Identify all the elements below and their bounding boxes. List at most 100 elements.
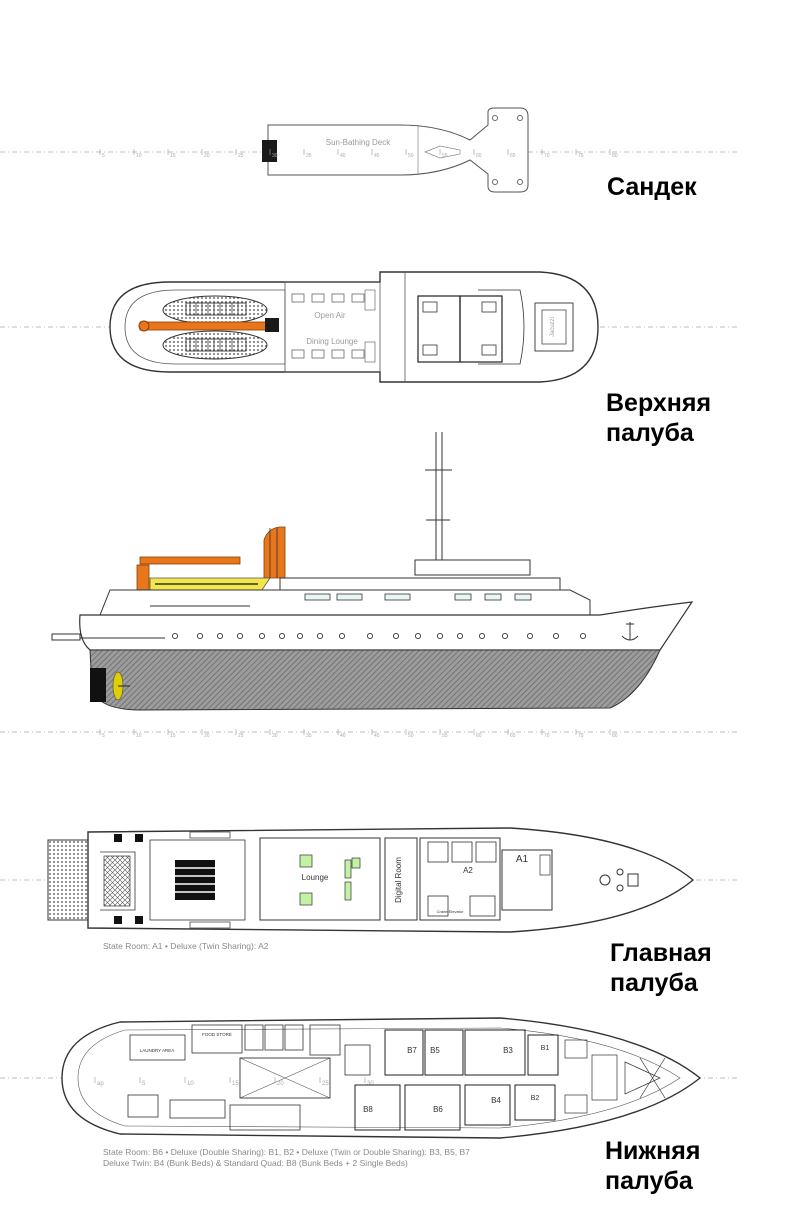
scale-tick-label: 70 bbox=[544, 153, 550, 159]
mast bbox=[435, 432, 443, 560]
scale-tick-label: 50 bbox=[408, 733, 414, 739]
porthole bbox=[236, 632, 244, 640]
cabin-b3 bbox=[464, 1029, 526, 1076]
lower-label-b6: B6 bbox=[433, 1105, 443, 1114]
lower-label-b1: B1 bbox=[541, 1045, 550, 1052]
anchor-icon bbox=[621, 622, 639, 641]
scale-tick-label: 15 bbox=[170, 733, 176, 739]
lower-deck-note-2: Deluxe Twin: B4 (Bunk Beds) & Standard Q… bbox=[103, 1158, 408, 1168]
upper-cabin-2 bbox=[459, 295, 503, 363]
scale-tick-label: 65 bbox=[510, 153, 516, 159]
porthole bbox=[552, 632, 560, 640]
porthole bbox=[296, 632, 304, 640]
upper-hull bbox=[79, 601, 694, 651]
scale-tick-label: 20 bbox=[204, 153, 210, 159]
lower-label-food-store: FOOD STORE bbox=[202, 1032, 232, 1037]
porthole bbox=[171, 632, 179, 640]
deck-title-lower: Нижняя палуба bbox=[605, 1137, 701, 1195]
porthole bbox=[456, 632, 464, 640]
scale-tick-label: 25 bbox=[238, 733, 244, 739]
lower-scale: ap 5 10 15 20 25 30 bbox=[94, 1077, 374, 1087]
lower-hull bbox=[89, 649, 661, 711]
cabin-b6 bbox=[404, 1084, 461, 1131]
lower-deck-outline bbox=[61, 1017, 702, 1139]
lower-label-b3: B3 bbox=[503, 1046, 513, 1055]
porthole bbox=[392, 632, 400, 640]
lower-label-b5: B5 bbox=[430, 1046, 440, 1055]
engine-casing bbox=[175, 860, 215, 900]
scale-tick-label: 20 bbox=[204, 733, 210, 739]
main-deck-note: State Room: A1 • Deluxe (Twin Sharing): … bbox=[103, 941, 269, 951]
rudder bbox=[90, 668, 106, 702]
upper-label-open-air: Open Air bbox=[314, 311, 345, 320]
stateroom-a1 bbox=[501, 849, 553, 911]
deck-title-main: Главная палуба bbox=[610, 939, 712, 997]
sundeck-block bbox=[262, 140, 277, 162]
scale-tick-label: 30 bbox=[367, 1081, 374, 1087]
main-label-lounge: Lounge bbox=[302, 873, 329, 882]
scale-tick-label: 40 bbox=[340, 733, 346, 739]
porthole bbox=[196, 632, 204, 640]
lower-label-b8: B8 bbox=[363, 1105, 373, 1114]
lower-label-b7: B7 bbox=[407, 1046, 417, 1055]
digital-room bbox=[384, 837, 418, 921]
upper-deck-plan: Open Air Dining Lounge Jacuzzi bbox=[0, 271, 740, 383]
porthole bbox=[579, 632, 587, 640]
scale-tick-label: 60 bbox=[476, 153, 482, 159]
main-deck-outline bbox=[87, 827, 695, 933]
scale-tick-label: 10 bbox=[136, 733, 142, 739]
scale-tick-label: 55 bbox=[442, 733, 448, 739]
lower-label-laundry: LAUNDRY AREA bbox=[140, 1048, 175, 1053]
scale-tick-label: 15 bbox=[232, 1081, 239, 1087]
lower-label-b4: B4 bbox=[491, 1096, 501, 1105]
scale-tick-label: 30 bbox=[272, 153, 278, 159]
cabin-b4 bbox=[464, 1084, 511, 1126]
scale-tick-label: 50 bbox=[408, 153, 414, 159]
crane-arm bbox=[139, 321, 271, 331]
deck-title-upper: Верхняя палуба bbox=[606, 389, 712, 447]
porthole bbox=[216, 632, 224, 640]
scale-tick-label: 75 bbox=[578, 733, 584, 739]
scale-tick-label: 5 bbox=[142, 1081, 146, 1087]
side-crane bbox=[139, 556, 241, 565]
dining-lounge-area bbox=[284, 281, 381, 373]
lifeboat-starboard bbox=[162, 330, 268, 360]
scale-tick-label: 30 bbox=[272, 733, 278, 739]
lower-deck-note-1: State Room: B6 • Deluxe (Double Sharing)… bbox=[103, 1147, 470, 1157]
cabin-b5 bbox=[424, 1029, 464, 1076]
upper-label-jacuzzi: Jacuzzi bbox=[550, 317, 556, 337]
main-deck-plan: Lounge Digital Room A2 Crane Elevator A1 bbox=[0, 827, 740, 933]
scale-tick-label: 70 bbox=[544, 733, 550, 739]
lounge-room bbox=[259, 837, 381, 921]
scale-tick-label: 10 bbox=[136, 153, 142, 159]
porthole bbox=[501, 632, 509, 640]
scale-tick-label: 80 bbox=[612, 733, 618, 739]
scale-tick-label: 80 bbox=[612, 153, 618, 159]
scale-tick-label: 25 bbox=[238, 153, 244, 159]
scale-tick-label: 75 bbox=[578, 153, 584, 159]
scale-tick-label: 5 bbox=[102, 153, 105, 159]
scale-tick-label: 20 bbox=[277, 1081, 284, 1087]
cabin-b8 bbox=[354, 1084, 401, 1131]
scale-tick-label: 40 bbox=[340, 153, 346, 159]
scale-tick-label: 25 bbox=[322, 1081, 329, 1087]
sundeck-plan-label: Sun-Bathing Deck bbox=[326, 138, 391, 147]
scale-tick-label: 35 bbox=[306, 733, 312, 739]
lower-deck-plan: LAUNDRY AREA FOOD STORE ap 5 10 15 20 25 30 B7… bbox=[0, 1017, 740, 1139]
scale-tick-label: 10 bbox=[187, 1081, 194, 1087]
portholes bbox=[171, 632, 587, 640]
porthole bbox=[366, 632, 374, 640]
porthole bbox=[526, 632, 534, 640]
porthole bbox=[414, 632, 422, 640]
scale-tick-label: ap bbox=[97, 1081, 104, 1087]
scale-tick-label: 15 bbox=[170, 153, 176, 159]
scale-tick-label: 5 bbox=[102, 733, 105, 739]
scale-tick-label: 55 bbox=[442, 153, 448, 159]
porthole bbox=[316, 632, 324, 640]
porthole bbox=[278, 632, 286, 640]
cabin-b7 bbox=[384, 1029, 424, 1076]
